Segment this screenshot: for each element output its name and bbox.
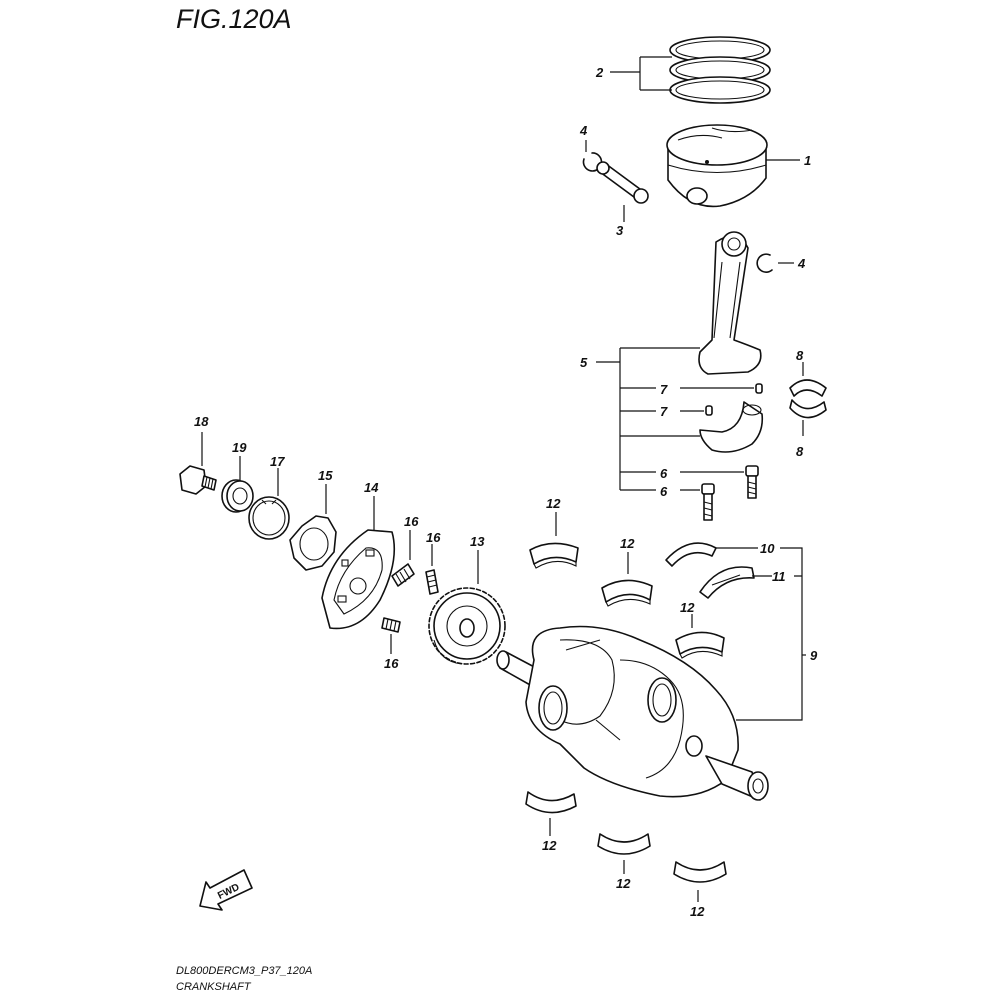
callout-7-upper: 7 <box>660 382 668 397</box>
piston-rings <box>669 36 771 104</box>
callout-12-e: 12 <box>616 876 631 891</box>
conrod-circlip <box>756 253 773 273</box>
callout-8-upper: 8 <box>796 348 804 363</box>
piston-pin <box>596 161 649 204</box>
main-bearing-6 <box>673 861 727 883</box>
conrod-bolt-upper <box>745 465 759 499</box>
callout-7-lower: 7 <box>660 404 668 419</box>
figure-caption: CRANKSHAFT <box>176 981 252 993</box>
callout-4-top: 4 <box>579 123 588 138</box>
callout-1: 1 <box>804 153 811 168</box>
damper-spring-lower <box>381 617 401 633</box>
callout-6-lower: 6 <box>660 484 668 499</box>
snap-ring <box>248 496 290 540</box>
damper-spring-middle <box>425 569 439 595</box>
callout-10: 10 <box>760 541 775 556</box>
conrod-bearings <box>789 379 827 419</box>
dowel-pin-lower <box>705 405 713 416</box>
callout-6-upper: 6 <box>660 466 668 481</box>
callout-5: 5 <box>580 355 588 370</box>
callout-12-c: 12 <box>680 600 695 615</box>
callout-18: 18 <box>194 414 209 429</box>
connecting-rod-cap <box>699 401 764 453</box>
callout-15: 15 <box>318 468 333 483</box>
bearing <box>221 479 254 513</box>
callout-17: 17 <box>270 454 285 469</box>
callout-3: 3 <box>616 223 624 238</box>
piston <box>666 124 768 208</box>
main-bearing-5 <box>597 833 651 855</box>
callout-4-right: 4 <box>797 256 806 271</box>
damper-plate <box>321 529 396 630</box>
thrust-bearing-lower <box>699 566 755 599</box>
callout-16-middle: 16 <box>426 530 441 545</box>
crank-gear <box>428 587 506 665</box>
callout-2: 2 <box>595 65 604 80</box>
main-bearing-4 <box>525 791 577 814</box>
thrust-bearing-upper <box>665 542 717 567</box>
callout-9: 9 <box>810 648 818 663</box>
dowel-pin-upper <box>755 383 763 394</box>
damper-spring-upper <box>391 563 415 587</box>
main-bearing-2 <box>601 579 653 607</box>
callout-14: 14 <box>364 480 379 495</box>
connecting-rod <box>698 231 762 375</box>
callout-11: 11 <box>772 569 786 584</box>
crankshaft <box>496 625 769 801</box>
callout-13: 13 <box>470 534 485 549</box>
callout-12-f: 12 <box>690 904 705 919</box>
callout-16-upper: 16 <box>404 514 419 529</box>
lock-washer <box>289 515 337 571</box>
conrod-bolt-lower <box>701 483 715 521</box>
callout-19: 19 <box>232 440 247 455</box>
callout-12-d: 12 <box>542 838 557 853</box>
callout-12-a: 12 <box>546 496 561 511</box>
main-bearing-1 <box>529 542 579 569</box>
crank-bolt <box>179 465 217 495</box>
figure-code: DL800DERCM3_P37_120A <box>176 965 312 977</box>
main-bearing-3 <box>675 631 725 659</box>
callout-16-lower: 16 <box>384 656 399 671</box>
fwd-arrow-icon: FWD <box>199 869 253 911</box>
callout-12-b: 12 <box>620 536 635 551</box>
callout-8-lower: 8 <box>796 444 804 459</box>
figure-title: FIG.120A <box>176 4 292 34</box>
